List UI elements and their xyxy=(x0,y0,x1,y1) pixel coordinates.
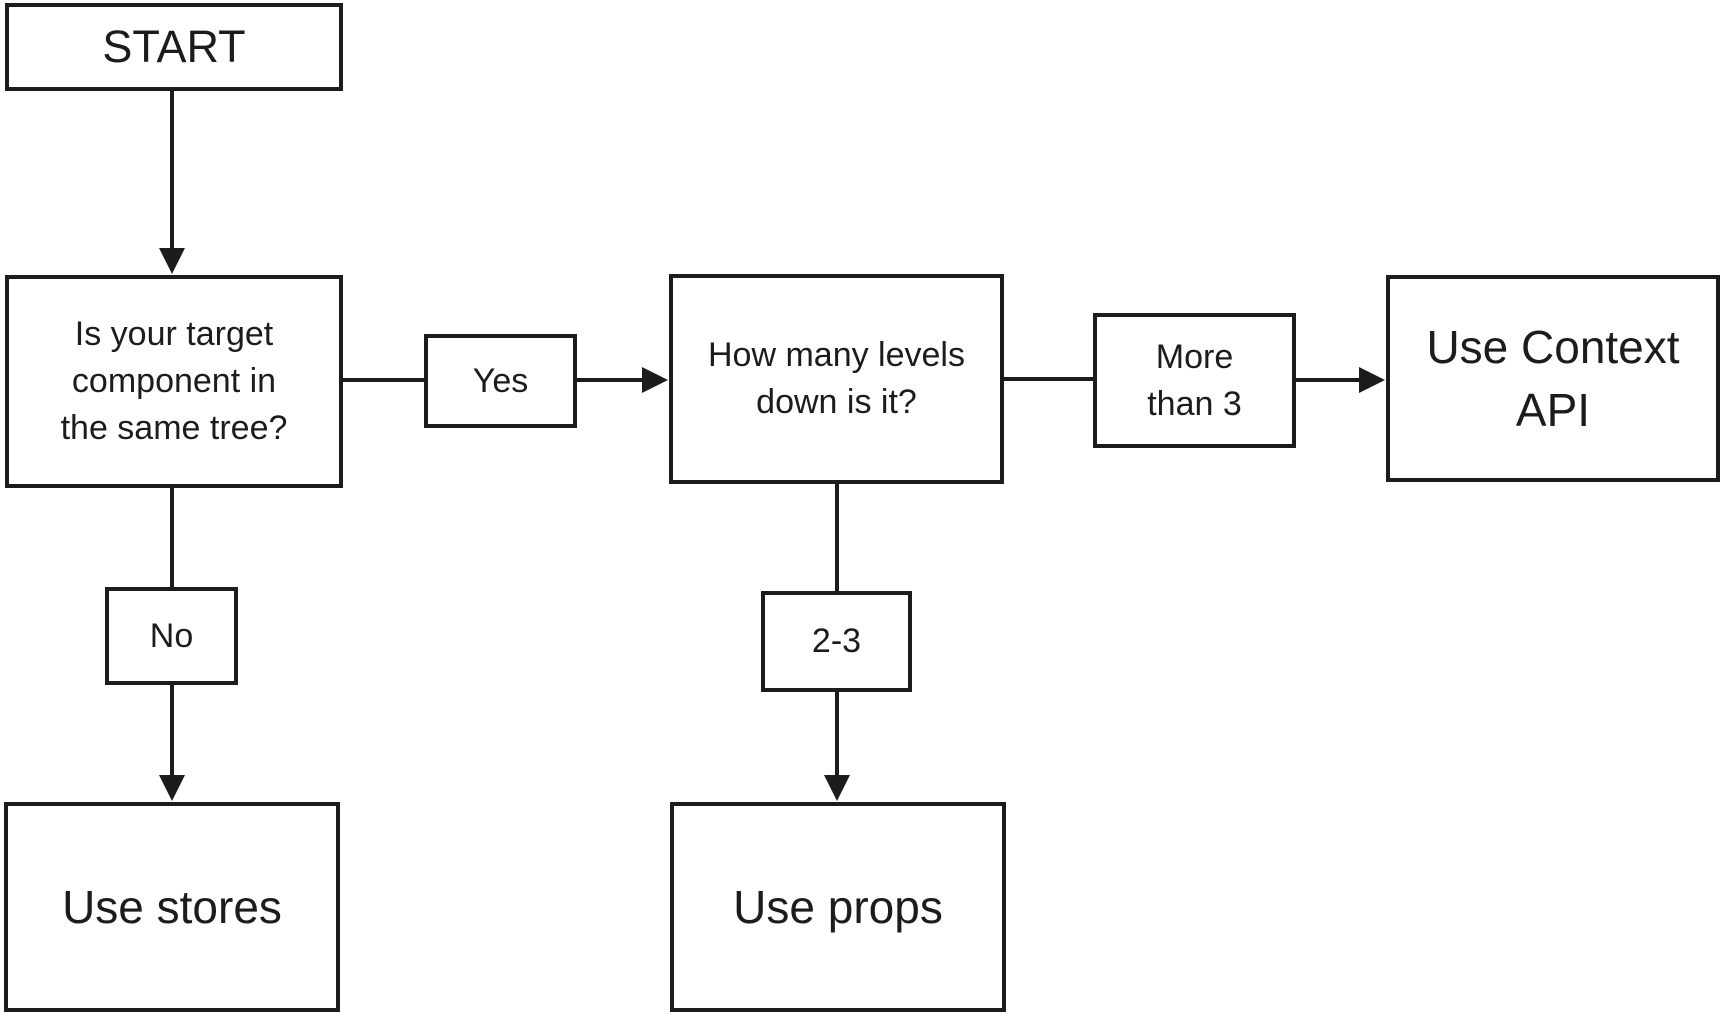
node-question-levels-down: How many levels down is it? xyxy=(669,274,1004,484)
edge-label-more-than-3-text: More than 3 xyxy=(1147,337,1242,423)
edge-label-no-text: No xyxy=(149,616,194,655)
edge-label-yes-text: Yes xyxy=(472,361,529,400)
edge-label-2-3: 2-3 xyxy=(761,591,912,692)
node-question-same-tree: Is your target component in the same tre… xyxy=(5,275,343,488)
node-use-props: Use props xyxy=(670,802,1006,1012)
node-use-stores: Use stores xyxy=(4,802,340,1012)
edge-label-yes: Yes xyxy=(424,334,577,428)
node-use-stores-label: Use stores xyxy=(62,880,282,933)
edge-label-no: No xyxy=(105,587,238,685)
node-use-context-api-label: Use Context API xyxy=(1426,321,1680,436)
arrowhead-down-icon xyxy=(824,775,850,801)
edge-label-more-than-3: More than 3 xyxy=(1093,313,1296,448)
arrowhead-right-icon xyxy=(1359,367,1385,393)
node-use-props-label: Use props xyxy=(733,880,943,933)
node-question-same-tree-label: Is your target component in the same tre… xyxy=(60,315,288,447)
arrowhead-right-icon xyxy=(642,367,668,393)
node-use-context-api: Use Context API xyxy=(1386,275,1720,482)
node-start: START xyxy=(5,3,343,91)
edge-label-2-3-text: 2-3 xyxy=(811,622,862,661)
node-start-label: START xyxy=(102,21,246,73)
arrowhead-down-icon xyxy=(159,248,185,274)
arrowhead-down-icon xyxy=(159,775,185,801)
node-question-levels-down-label: How many levels down is it? xyxy=(708,336,965,421)
